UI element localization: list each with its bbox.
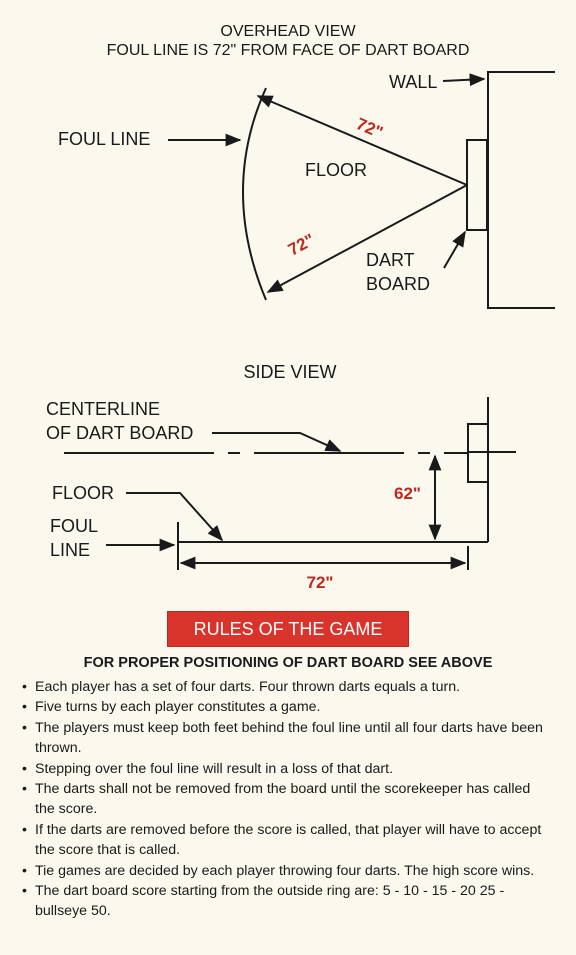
rules-list: Each player has a set of four darts. Fou… <box>22 677 550 922</box>
overhead-view: OVERHEAD VIEW FOUL LINE IS 72" FROM FACE… <box>58 23 555 309</box>
list-item: If the darts are removed before the scor… <box>22 820 550 861</box>
foul-line-arc <box>242 87 267 301</box>
dart-board-label-line2: BOARD <box>366 274 430 294</box>
side-view: SIDE VIEW CENTERLINE OF DART BOARD FLOOR… <box>46 362 516 592</box>
floor-label-side: FLOOR <box>52 483 114 503</box>
rules-heading: FOR PROPER POSITIONING OF DART BOARD SEE… <box>83 655 493 671</box>
side-view-title: SIDE VIEW <box>243 362 336 382</box>
floor-arrow <box>126 492 224 542</box>
list-item: Each player has a set of four darts. Fou… <box>22 677 550 698</box>
wall-label: WALL <box>389 72 437 92</box>
list-item: Five turns by each player constitutes a … <box>22 697 550 718</box>
centerline-label-line1: CENTERLINE <box>46 399 160 419</box>
dart-board-top-view <box>466 139 488 231</box>
wall-arrow <box>442 73 486 87</box>
list-item: Tie games are decided by each player thr… <box>22 861 550 882</box>
overhead-view-title: OVERHEAD VIEW <box>220 23 356 40</box>
distance-line-bottom <box>266 184 468 293</box>
distance-line-top <box>256 95 468 186</box>
overhead-view-subtitle: FOUL LINE IS 72" FROM FACE OF DART BOARD <box>107 42 470 59</box>
centerline-label-line2: OF DART BOARD <box>46 423 193 443</box>
height-label: 62" <box>394 484 421 503</box>
centerline-arrow <box>212 432 342 452</box>
list-item: The players must keep both feet behind t… <box>22 718 550 759</box>
foul-line-label-side-line1: FOUL <box>50 516 98 536</box>
list-item: Stepping over the foul line will result … <box>22 759 550 780</box>
rules-banner: RULES OF THE GAME <box>168 612 408 646</box>
floor-label-overhead: FLOOR <box>305 160 367 180</box>
foul-line-label: FOUL LINE <box>58 129 150 149</box>
dart-board-arrow <box>443 230 466 269</box>
distance-label-side: 72" <box>307 573 334 592</box>
dart-board-label-line1: DART <box>366 250 415 270</box>
wall-outline <box>487 71 555 309</box>
foul-line-label-side-line2: LINE <box>50 540 90 560</box>
distance-label-bottom: 72" <box>285 230 318 259</box>
list-item: The darts shall not be removed from the … <box>22 779 550 820</box>
list-item: The dart board score starting from the o… <box>22 881 550 922</box>
